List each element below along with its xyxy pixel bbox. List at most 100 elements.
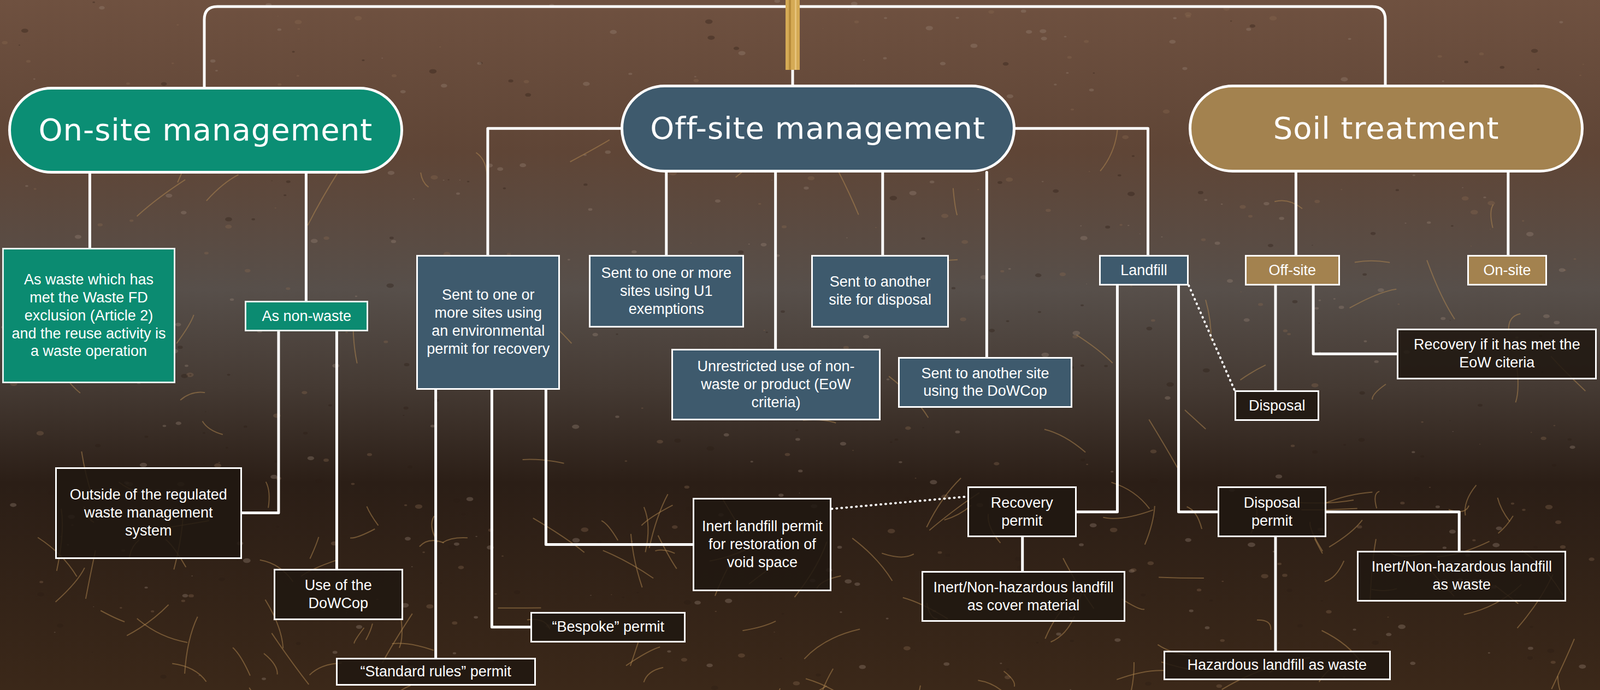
- soil-speck: [204, 411, 206, 413]
- soil-speck: [571, 424, 580, 430]
- soil-speck: [1263, 202, 1270, 206]
- soil-speck: [674, 438, 681, 443]
- connector-line: [1076, 285, 1118, 513]
- soil-speck: [1377, 288, 1385, 293]
- soil-speck: [1340, 189, 1343, 191]
- soil-speck: [310, 239, 318, 244]
- soil-speck: [589, 595, 592, 597]
- soil-speck: [875, 227, 877, 229]
- soil-speck: [1318, 299, 1321, 302]
- soil-speck: [508, 79, 514, 83]
- soil-speck: [1006, 668, 1009, 671]
- soil-speck: [447, 179, 450, 181]
- soil-speck: [980, 482, 982, 483]
- option-box: On-site: [1467, 255, 1548, 286]
- soil-speck: [1006, 320, 1010, 323]
- soil-speck: [940, 61, 946, 66]
- option-box: Sent to one or more sites using U1 exemp…: [588, 255, 745, 328]
- soil-speck: [1385, 633, 1392, 637]
- soil-speck: [1219, 639, 1225, 643]
- soil-speck: [1160, 236, 1163, 238]
- soil-speck: [323, 458, 329, 463]
- soil-speck: [1290, 444, 1295, 447]
- soil-speck: [977, 189, 980, 191]
- soil-speck: [271, 180, 273, 181]
- soil-speck: [1311, 245, 1313, 246]
- soil-speck: [1205, 626, 1210, 630]
- soil-speck: [523, 80, 530, 84]
- soil-speck: [628, 72, 633, 75]
- soil-speck: [615, 415, 619, 418]
- soil-speck: [1559, 268, 1566, 273]
- box-text: Landfill: [1120, 261, 1168, 280]
- soil-speck: [1363, 340, 1367, 343]
- soil-speck: [883, 57, 888, 60]
- soil-speck: [1488, 652, 1491, 655]
- soil-speck: [706, 446, 715, 451]
- soil-speck: [1182, 67, 1188, 71]
- soil-speck: [706, 663, 713, 668]
- soil-speck: [1345, 505, 1348, 507]
- soil-speck: [243, 558, 251, 564]
- soil-speck: [97, 223, 104, 227]
- soil-speck: [1006, 94, 1014, 99]
- soil-speck: [328, 404, 333, 407]
- soil-speck: [407, 465, 413, 469]
- soil-speck: [1286, 589, 1293, 593]
- root-fibre: [365, 623, 373, 641]
- root-fibre: [603, 550, 654, 579]
- soil-speck: [1122, 135, 1129, 140]
- root-fibre: [1354, 261, 1390, 263]
- soil-speck: [1008, 268, 1012, 270]
- soil-speck: [1127, 191, 1135, 197]
- soil-speck: [1039, 28, 1047, 33]
- soil-speck: [1088, 170, 1091, 173]
- soil-speck: [1461, 196, 1469, 202]
- soil-speck: [1166, 382, 1174, 387]
- connector-line: [1294, 172, 1298, 256]
- soil-speck: [54, 632, 56, 634]
- soil-speck: [400, 90, 406, 94]
- soil-speck: [294, 19, 302, 25]
- soil-speck: [458, 565, 465, 570]
- connector-line: [1178, 285, 1218, 513]
- connector-line: [1273, 537, 1277, 651]
- soil-speck: [773, 632, 776, 634]
- soil-speck: [1025, 30, 1032, 34]
- soil-speck: [203, 463, 205, 464]
- connector-line: [491, 390, 531, 628]
- soil-speck: [1318, 322, 1320, 324]
- soil-speck: [925, 25, 934, 31]
- soil-speck: [1184, 538, 1191, 543]
- soil-speck: [844, 579, 852, 584]
- soil-speck: [33, 187, 37, 190]
- root-fibre: [442, 538, 468, 543]
- soil-speck: [1131, 155, 1135, 157]
- soil-speck: [837, 546, 843, 549]
- soil-speck: [582, 81, 590, 87]
- soil-speck: [356, 625, 363, 630]
- soil-speck: [456, 192, 460, 196]
- soil-speck: [1477, 404, 1483, 407]
- root-fibre: [1349, 289, 1397, 309]
- root-fibre: [1116, 670, 1165, 681]
- soil-speck: [453, 542, 460, 547]
- soil-speck: [631, 250, 637, 254]
- soil-speck: [1325, 610, 1332, 614]
- soil-speck: [1472, 539, 1476, 542]
- soil-speck: [1080, 235, 1088, 241]
- soil-speck: [694, 600, 701, 605]
- soil-speck: [641, 407, 644, 409]
- soil-speck: [567, 258, 571, 261]
- category-title: Off-site management: [650, 109, 986, 147]
- soil-speck: [494, 593, 498, 596]
- soil-speck: [36, 431, 44, 436]
- soil-speck: [1560, 545, 1567, 549]
- soil-speck: [323, 236, 329, 240]
- soil-speck: [1079, 225, 1082, 227]
- soil-speck: [1041, 180, 1044, 182]
- root-fibre: [1465, 485, 1477, 517]
- soil-speck: [615, 333, 618, 336]
- soil-speck: [1455, 514, 1457, 515]
